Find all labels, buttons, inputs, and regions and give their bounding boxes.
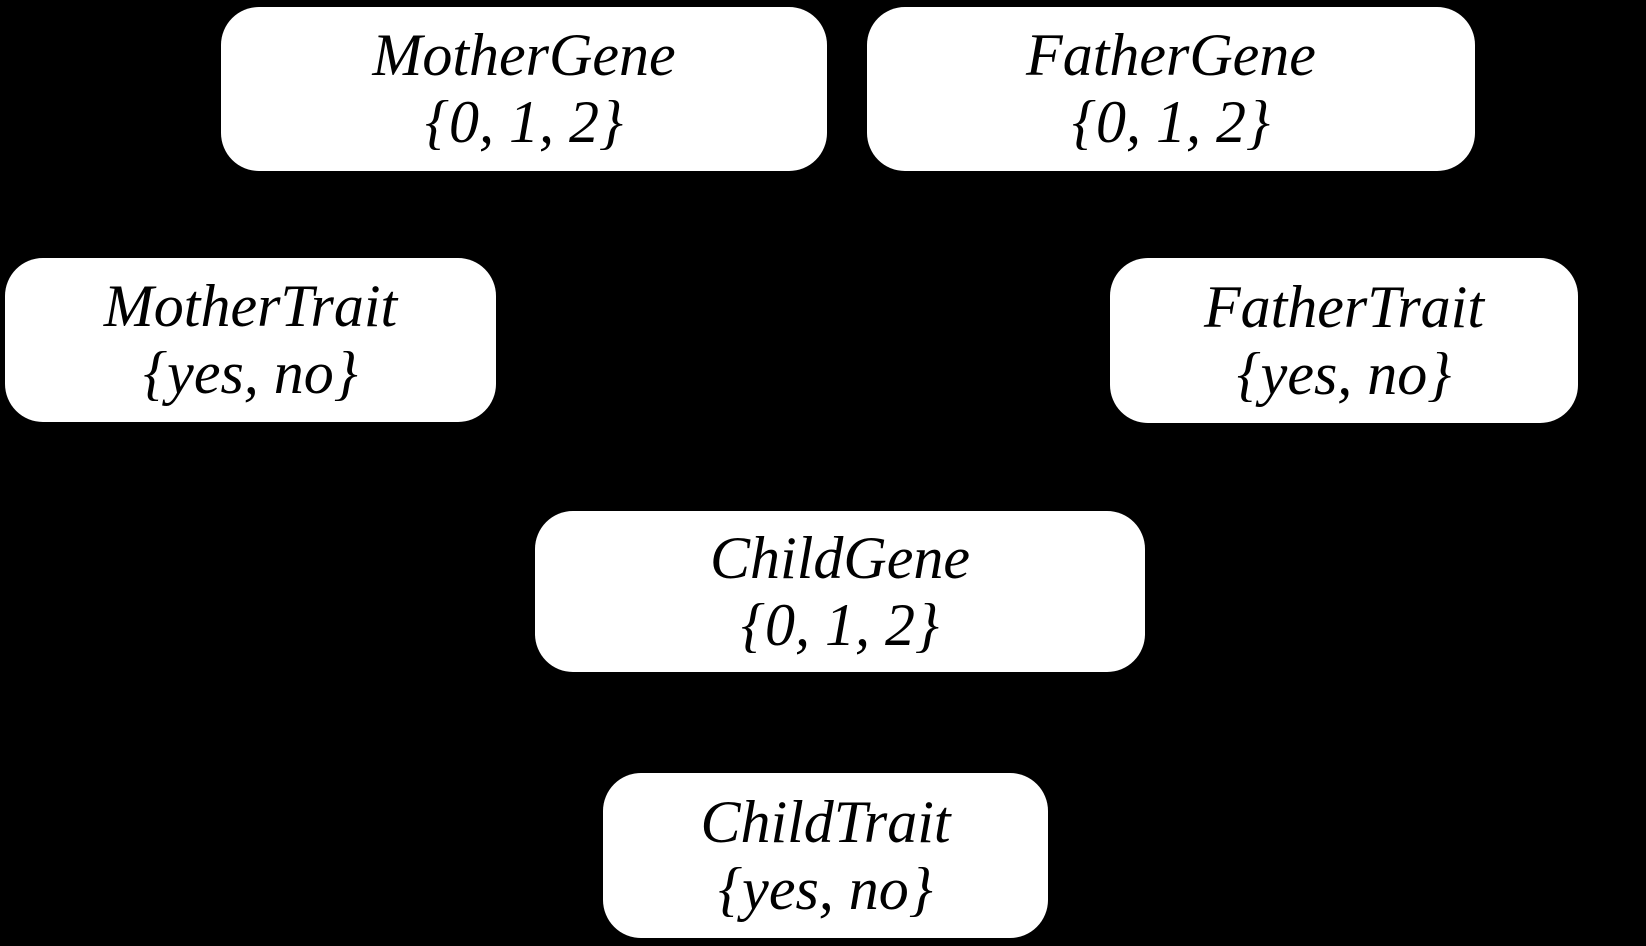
node-child-trait-label: ChildTrait (700, 788, 951, 855)
node-child-trait: ChildTrait {yes, no} (603, 773, 1048, 938)
node-father-trait-domain: {yes, no} (1236, 340, 1452, 407)
node-child-trait-domain: {yes, no} (718, 855, 933, 922)
node-mother-gene-label: MotherGene (372, 22, 676, 88)
node-child-gene-domain: {0, 1, 2} (741, 591, 939, 658)
node-child-gene: ChildGene {0, 1, 2} (535, 511, 1145, 672)
node-child-gene-label: ChildGene (710, 524, 970, 591)
node-mother-trait-domain: {yes, no} (143, 340, 358, 406)
node-mother-trait: MotherTrait {yes, no} (5, 258, 496, 422)
node-father-gene-domain: {0, 1, 2} (1072, 89, 1270, 155)
node-mother-gene-domain: {0, 1, 2} (425, 89, 623, 155)
node-father-gene: FatherGene {0, 1, 2} (867, 7, 1475, 171)
node-mother-trait-label: MotherTrait (103, 273, 398, 339)
node-mother-gene: MotherGene {0, 1, 2} (221, 7, 827, 171)
node-father-trait: FatherTrait {yes, no} (1110, 258, 1578, 423)
node-father-gene-label: FatherGene (1026, 22, 1316, 88)
node-father-trait-label: FatherTrait (1203, 273, 1485, 340)
